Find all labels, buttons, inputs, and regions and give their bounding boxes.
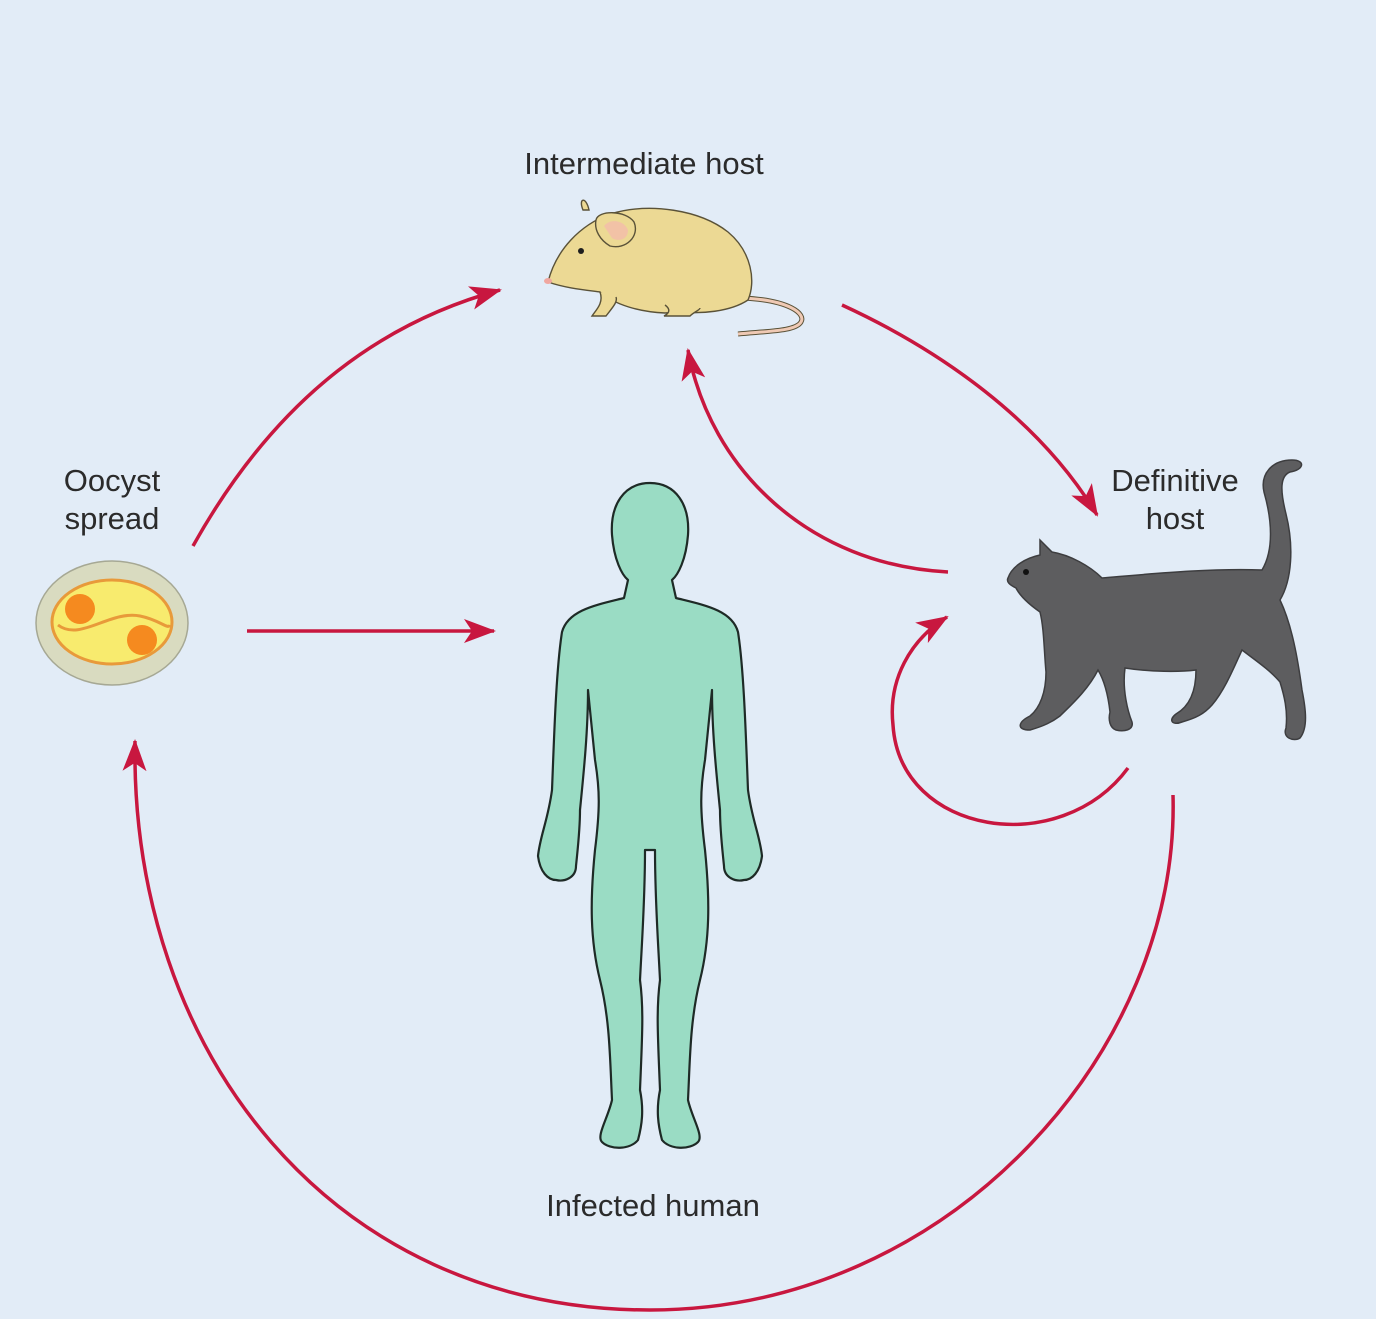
- oocyst-spread-label-line1: Oocyst: [63, 463, 161, 498]
- oocyst-icon: [35, 560, 189, 686]
- arrow-cat-self-loop: [890, 615, 1130, 827]
- arrow-oocyst-to-mouse: [191, 286, 502, 547]
- oocyst-spread-label-line2: spread: [64, 501, 160, 536]
- arrow-mouse-to-cat: [841, 303, 1099, 517]
- cat-icon: [1006, 459, 1307, 741]
- intermediate-host-label: Intermediate host: [524, 146, 764, 181]
- human-silhouette-icon: [536, 481, 764, 1149]
- arrow-cat-to-mouse: [681, 348, 949, 574]
- infected-human-label: Infected human: [546, 1188, 760, 1223]
- definitive-host-label-line1: Definitive: [1111, 463, 1239, 498]
- definitive-host-label-line2: host: [1145, 501, 1205, 536]
- arrow-cat-to-oocyst: [122, 739, 1175, 1312]
- mouse-icon: [544, 199, 805, 337]
